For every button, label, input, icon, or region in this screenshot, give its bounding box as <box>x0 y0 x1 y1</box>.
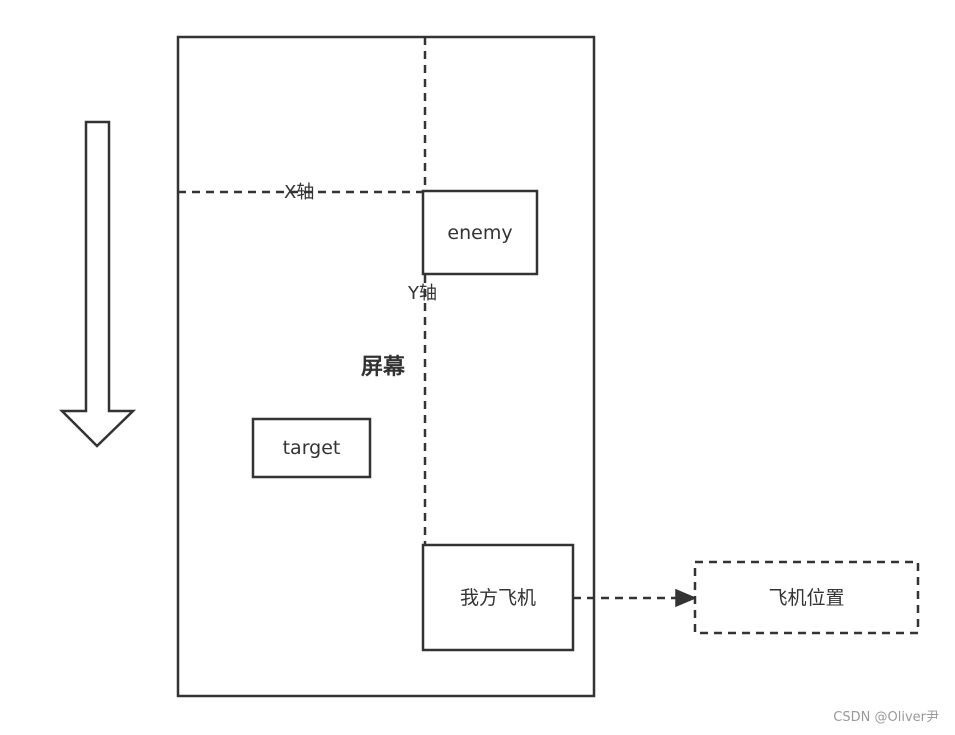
down-arrow-icon <box>58 120 137 448</box>
y-axis-label: Y轴 <box>408 283 437 304</box>
player-plane-label: 我方飞机 <box>459 587 536 609</box>
player-plane-box <box>421 543 575 652</box>
plane-position-box <box>693 560 920 635</box>
plane-position-label: 飞机位置 <box>768 587 845 609</box>
watermark: CSDN @Oliver尹 <box>833 710 939 725</box>
enemy-box <box>421 189 539 276</box>
target-label: target <box>282 437 341 459</box>
arrowhead-icon <box>675 588 697 608</box>
screen-label: 屏幕 <box>361 355 406 380</box>
enemy-label: enemy <box>447 222 513 244</box>
target-box <box>251 417 372 479</box>
x-axis-label: X轴 <box>284 182 315 203</box>
